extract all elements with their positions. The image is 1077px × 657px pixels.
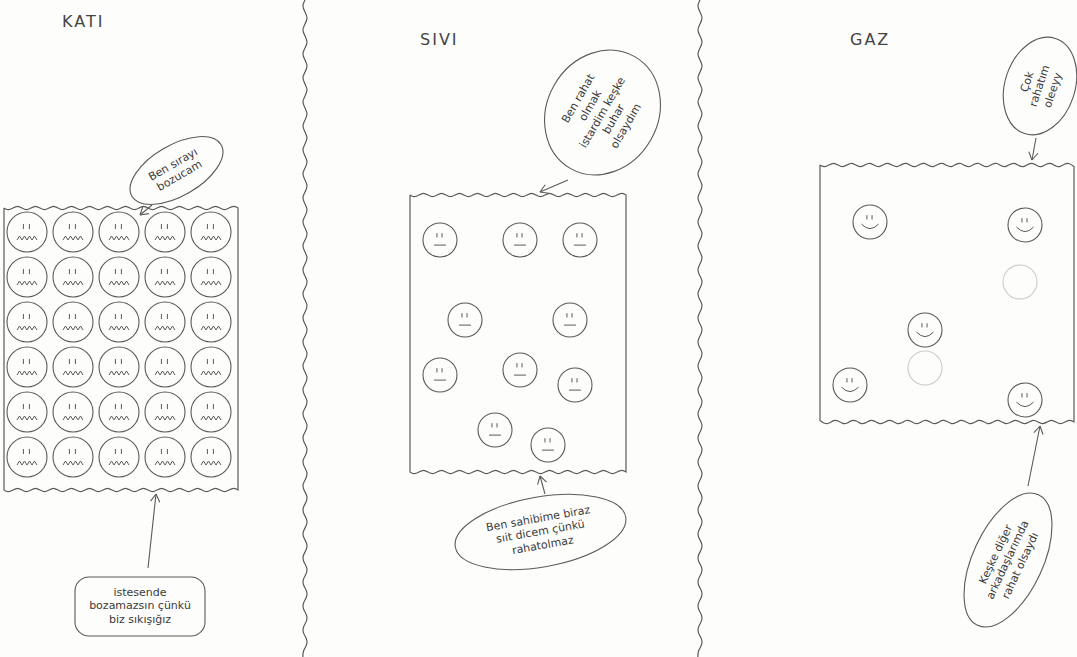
particle-face bbox=[563, 223, 597, 257]
particle-face bbox=[53, 302, 93, 342]
particle-face bbox=[53, 437, 93, 477]
particle-face bbox=[191, 437, 231, 477]
particle-face bbox=[478, 413, 512, 447]
particle-face bbox=[448, 303, 482, 337]
particle-face bbox=[191, 212, 231, 252]
speech-bubble: Çok rahatım oleeyy bbox=[990, 26, 1077, 145]
particle-face bbox=[53, 257, 93, 297]
particle-face bbox=[145, 302, 185, 342]
particle-face bbox=[423, 223, 457, 257]
particle-face bbox=[503, 353, 537, 387]
particle-face bbox=[558, 368, 592, 402]
particle-face bbox=[531, 428, 565, 462]
leader-arrow bbox=[148, 494, 160, 568]
panel-divider bbox=[303, 0, 307, 657]
leader-arrow bbox=[1028, 426, 1043, 486]
particle-face bbox=[503, 223, 537, 257]
particle-face bbox=[553, 303, 587, 337]
state-heading: KATI bbox=[62, 12, 104, 31]
particle-face bbox=[145, 347, 185, 387]
particle-face bbox=[853, 205, 887, 239]
particle-face bbox=[99, 347, 139, 387]
leader-arrow bbox=[538, 476, 547, 494]
particle-face bbox=[908, 351, 942, 385]
particle-face bbox=[145, 257, 185, 297]
particle-face bbox=[99, 212, 139, 252]
particle-face bbox=[191, 257, 231, 297]
container-box bbox=[820, 163, 1074, 423]
speech-bubble: Keşke diğer arkadaşlarımda rahat olsaydı bbox=[945, 479, 1072, 642]
particle-face bbox=[1003, 265, 1037, 299]
particle-face bbox=[7, 392, 47, 432]
bubble-text: istesende bozamazsın çünkü biz sıkışığız bbox=[84, 586, 196, 627]
particle-face bbox=[1008, 208, 1042, 242]
particle-face bbox=[191, 392, 231, 432]
speech-bubble: Ben sahibime biraz sıit dicem çünkü raha… bbox=[448, 481, 633, 582]
speech-bubble: Ben rahat olmak istardim keşke buhar ols… bbox=[520, 27, 683, 197]
particle-face bbox=[99, 257, 139, 297]
particle-face bbox=[53, 392, 93, 432]
particle-face bbox=[7, 302, 47, 342]
leader-arrow bbox=[140, 205, 152, 215]
container-box bbox=[410, 193, 626, 473]
particle-face bbox=[99, 392, 139, 432]
particle-face bbox=[191, 302, 231, 342]
particle-face bbox=[145, 212, 185, 252]
particle-face bbox=[191, 347, 231, 387]
particle-face bbox=[53, 212, 93, 252]
particle-face bbox=[145, 437, 185, 477]
container-box bbox=[4, 206, 238, 491]
particle-face bbox=[7, 437, 47, 477]
particle-face bbox=[7, 212, 47, 252]
particle-face bbox=[423, 358, 457, 392]
particle-face bbox=[145, 392, 185, 432]
particle-face bbox=[53, 347, 93, 387]
particle-face bbox=[99, 437, 139, 477]
particle-face bbox=[833, 368, 867, 402]
leader-arrow bbox=[540, 180, 568, 193]
particle-face bbox=[7, 347, 47, 387]
leader-arrow bbox=[1029, 138, 1038, 160]
particle-face bbox=[908, 313, 942, 347]
particle-face bbox=[1008, 383, 1042, 417]
state-heading: SIVI bbox=[420, 30, 459, 49]
state-heading: GAZ bbox=[850, 30, 890, 49]
particle-face bbox=[7, 257, 47, 297]
speech-bubble: Ben sırayı bozucam bbox=[117, 121, 234, 219]
panel-divider bbox=[698, 0, 702, 657]
particle-face bbox=[99, 302, 139, 342]
speech-bubble: istesende bozamazsın çünkü biz sıkışığız bbox=[74, 576, 206, 637]
